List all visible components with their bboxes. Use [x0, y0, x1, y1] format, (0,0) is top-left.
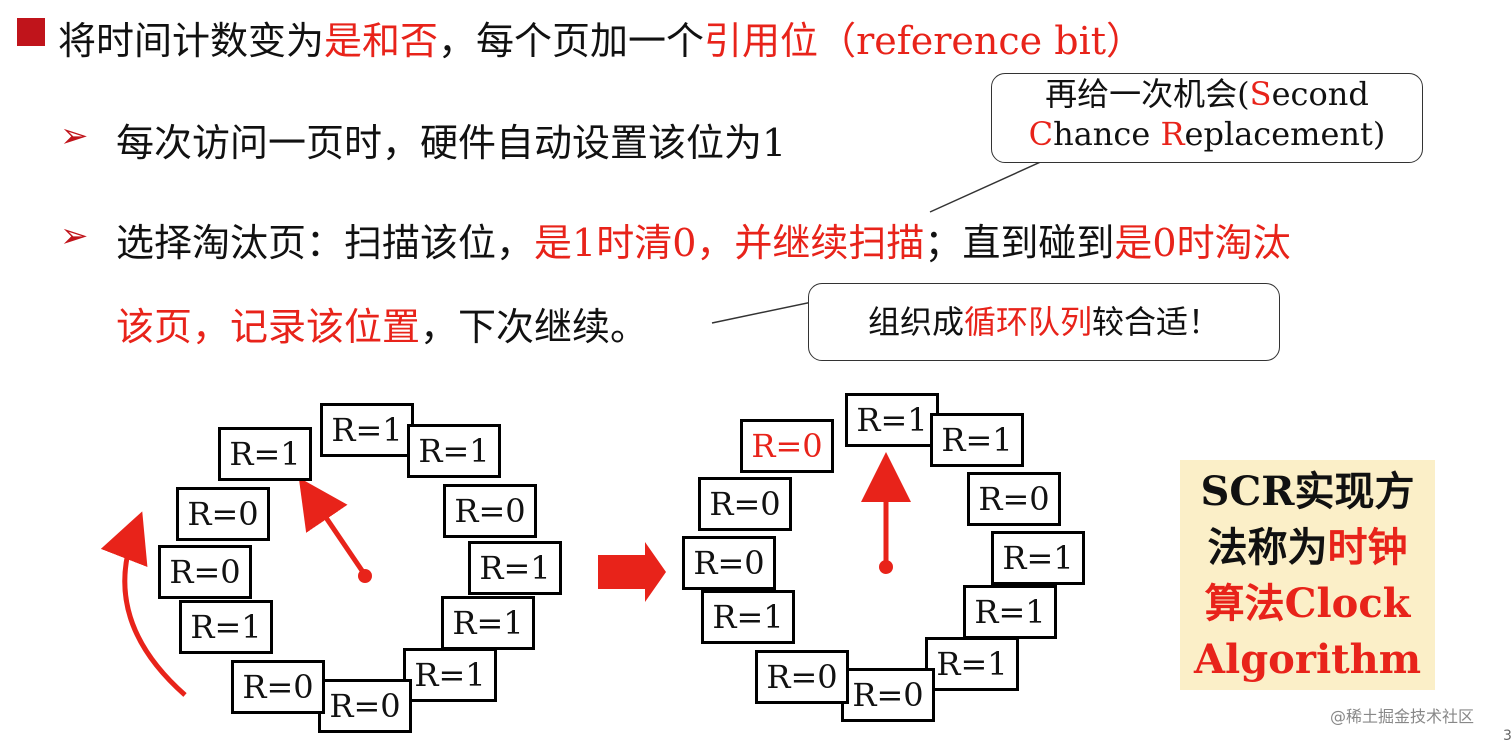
- bullet-select-victim-cont: 该页，记录该位置，下次继续。: [116, 305, 649, 349]
- ring-right-cell: R=0: [967, 472, 1061, 526]
- transition-arrow-icon: [598, 542, 666, 602]
- ring-right-cell: R=1: [963, 585, 1057, 639]
- circular-queue-callout: 组织成循环队列较合适！: [808, 283, 1280, 361]
- main-heading: 将时间计数变为是和否，每个页加一个引用位（reference bit）: [58, 19, 1144, 63]
- clock-hand-left: [298, 477, 368, 577]
- rotation-direction-arrow: [100, 511, 187, 697]
- ring-left-cell: R=1: [179, 600, 273, 654]
- callout1-pointer: [929, 159, 1130, 213]
- ring-right-cell: R=0: [841, 668, 935, 722]
- ring-left-cell: R=1: [320, 403, 414, 457]
- ring-left-cell: R=1: [407, 424, 501, 478]
- ring-left-cell: R=0: [158, 545, 252, 599]
- ring-right-cell: R=0: [682, 536, 776, 590]
- ring-left-cell: R=1: [403, 648, 497, 702]
- ring-left-cell: R=1: [468, 541, 562, 595]
- ring-right-cell: R=1: [925, 637, 1019, 691]
- scr-clock-algorithm-box: SCR实现方 法称为时钟 算法Clock Algorithm: [1180, 460, 1435, 690]
- page-number: 3: [1503, 728, 1512, 744]
- ring-right-cell: R=1: [930, 413, 1024, 467]
- ring-right-cell: R=1: [991, 531, 1085, 585]
- ring-right-cell: R=1: [845, 393, 939, 447]
- bullet-select-victim: 选择淘汰页：扫描该位，是1时清0，并继续扫描；直到碰到是0时淘汰: [116, 221, 1291, 265]
- ring-left-cell: R=1: [441, 596, 535, 650]
- watermark: @稀土掘金技术社区: [1330, 707, 1475, 726]
- ring-left-cell: R=0: [231, 660, 325, 714]
- ring-left-cell: R=0: [176, 487, 270, 541]
- clock-center-right: [879, 560, 893, 574]
- second-chance-callout: 再给一次机会(Second Chance Replacement): [991, 73, 1423, 163]
- title-bullet-square: [17, 18, 45, 46]
- ring-right-cell-cleared: R=0: [740, 419, 834, 473]
- clock-center-left: [358, 569, 372, 583]
- arrow-bullet-icon: ➢: [60, 216, 89, 256]
- ring-left-cell: R=1: [218, 427, 312, 481]
- ring-left-cell: R=0: [443, 484, 537, 538]
- ring-right-cell: R=1: [701, 590, 795, 644]
- bullet-access-sets-bit: 每次访问一页时，硬件自动设置该位为1: [116, 121, 787, 165]
- callout2-pointer: [711, 301, 813, 324]
- ring-left-cell: R=0: [318, 679, 412, 733]
- ring-right-cell: R=0: [698, 477, 792, 531]
- ring-right-cell: R=0: [755, 650, 849, 704]
- arrow-bullet-icon: ➢: [60, 116, 89, 156]
